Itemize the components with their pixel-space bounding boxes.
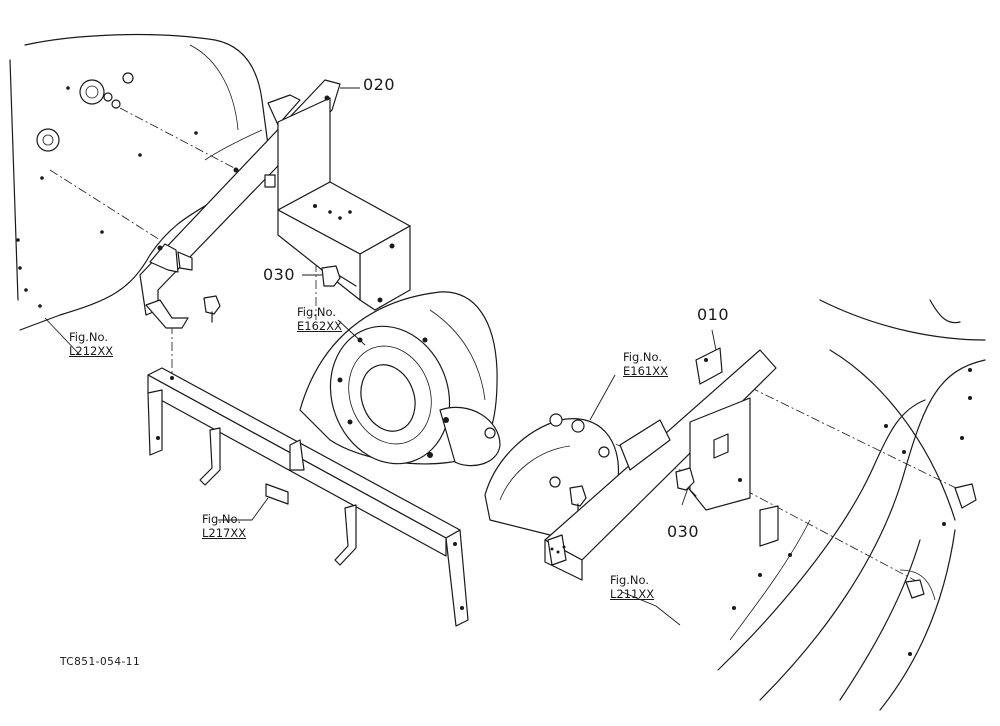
fig-ref-number: E161XX: [623, 364, 668, 378]
drawing-code: TC851-054-11: [60, 656, 141, 668]
fig-ref-caption: Fig.No.: [297, 305, 337, 319]
fig-ref-caption: Fig.No.: [202, 512, 242, 526]
fig-ref-caption: Fig.No.: [623, 350, 663, 364]
hardware-bolts-upper: [203, 265, 357, 323]
bracket-020: [139, 79, 411, 329]
fig-ref-l212: Fig.No. L212XX: [69, 330, 113, 358]
fig-ref-e162: Fig.No. E162XX: [297, 305, 342, 333]
fig-ref-caption: Fig.No.: [69, 330, 109, 344]
fuel-tank-body: [9, 33, 269, 331]
fig-ref-l211: Fig.No. L211XX: [610, 573, 654, 601]
fig-ref-e161: Fig.No. E161XX: [623, 350, 668, 378]
lower-mounting-bar: [147, 367, 469, 627]
fig-ref-l217: Fig.No. L217XX: [202, 512, 246, 540]
fig-ref-number: L212XX: [69, 344, 114, 358]
part-label-030-lower: 030: [667, 522, 700, 541]
part-label-020: 020: [363, 75, 396, 94]
part-label-030-upper: 030: [263, 265, 296, 284]
fig-ref-caption: Fig.No.: [610, 573, 650, 587]
bracket-010: [544, 347, 779, 581]
leader-lines: [44, 87, 717, 626]
fig-ref-number: L217XX: [202, 526, 247, 540]
fig-ref-number: L211XX: [610, 587, 655, 601]
part-label-010: 010: [697, 305, 730, 324]
housing-flange: [299, 291, 501, 467]
wheel-fender: [717, 299, 986, 711]
fig-ref-number: E162XX: [297, 319, 342, 333]
